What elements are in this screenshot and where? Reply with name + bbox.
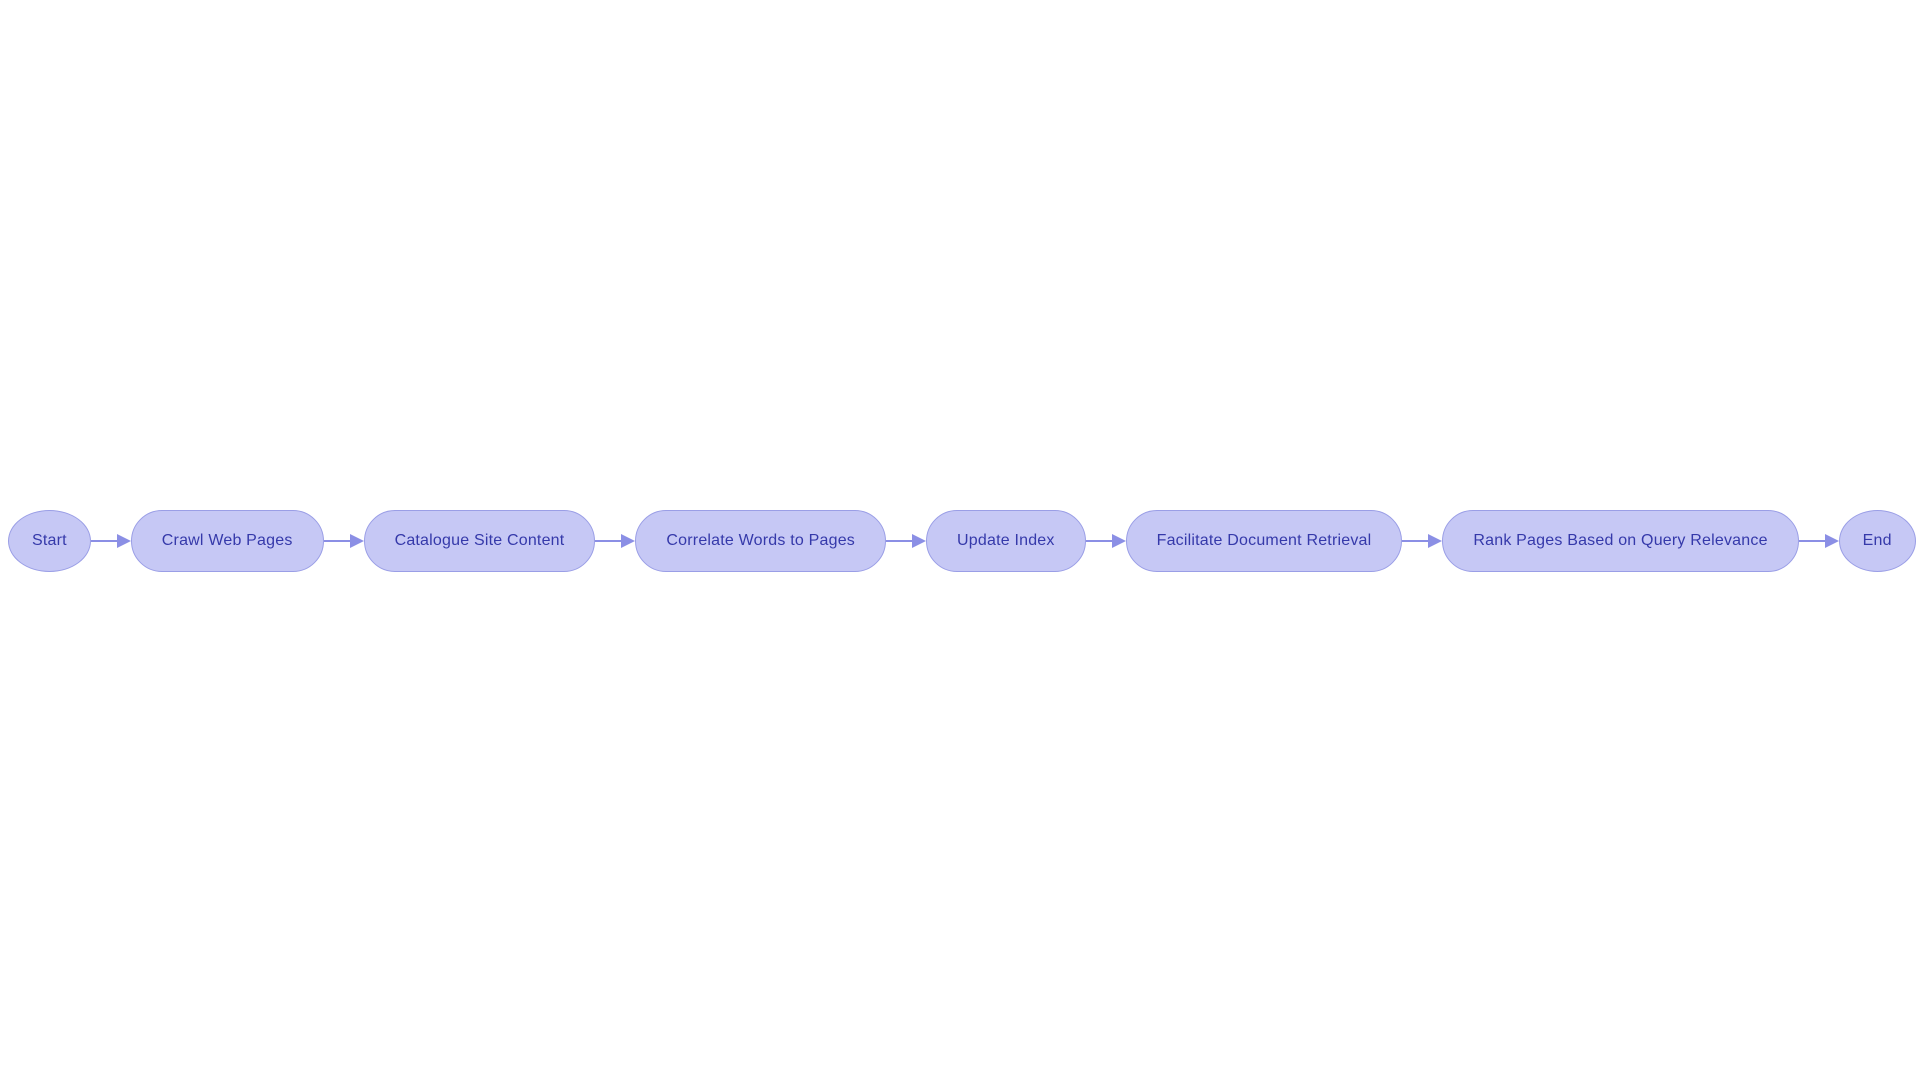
flow-node-update: Update Index [926,510,1086,572]
flow-node-rank: Rank Pages Based on Query Relevance [1442,510,1799,572]
connector-line [90,540,118,542]
arrow-right-icon [1428,534,1443,548]
flow-node-catalogue: Catalogue Site Content [363,510,596,572]
flow-node-crawl: Crawl Web Pages [130,510,324,572]
flow-node-label: Crawl Web Pages [161,532,293,549]
flow-node-start: Start [8,510,91,572]
flow-connector-facilitate-rank [1402,510,1443,572]
flow-connector-crawl-catalogue [323,510,364,572]
flow-connector-rank-end [1798,510,1839,572]
connector-line [1402,540,1430,542]
flow-node-label: End [1862,532,1892,549]
flow-node-end: End [1838,510,1916,572]
arrow-right-icon [349,534,364,548]
flow-node-label: Update Index [957,532,1055,549]
flow-node-correlate: Correlate Words to Pages [635,510,887,572]
flow-connector-update-facilitate [1085,510,1126,572]
connector-line [886,540,914,542]
arrow-right-icon [1111,534,1126,548]
flow-node-facilitate: Facilitate Document Retrieval [1125,510,1403,572]
flow-connector-correlate-update [886,510,927,572]
flow-node-label: Catalogue Site Content [394,532,565,549]
arrow-right-icon [1824,534,1839,548]
connector-line [1085,540,1113,542]
arrow-right-icon [116,534,131,548]
flow-node-label: Rank Pages Based on Query Relevance [1473,532,1768,549]
connector-line [1798,540,1826,542]
connector-line [595,540,623,542]
connector-line [323,540,351,542]
flowchart: Start Crawl Web Pages Catalogue Site Con… [8,510,1916,572]
flow-connector-catalogue-correlate [595,510,636,572]
flow-node-label: Correlate Words to Pages [666,532,856,549]
flow-node-label: Start [32,532,67,549]
flow-node-label: Facilitate Document Retrieval [1156,532,1372,549]
flow-connector-start-crawl [90,510,131,572]
arrow-right-icon [912,534,927,548]
arrow-right-icon [621,534,636,548]
